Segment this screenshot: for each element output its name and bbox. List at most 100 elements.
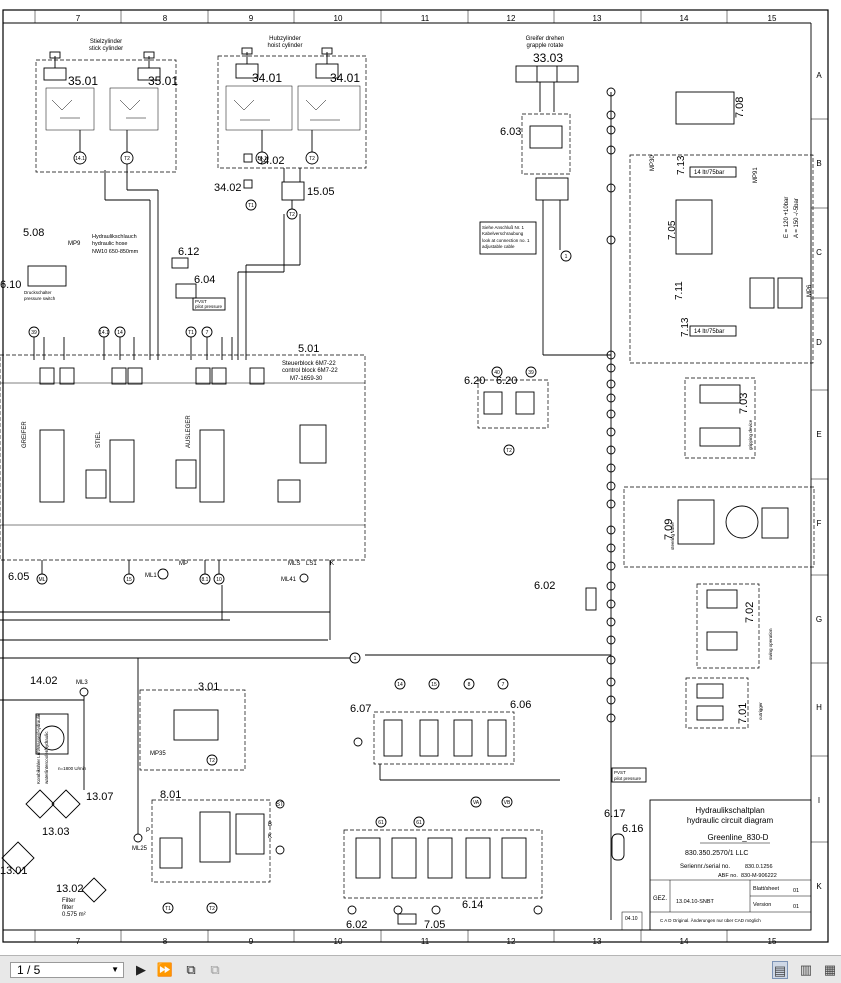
stick-cyl-de: Stielzylinder	[90, 39, 122, 45]
pilot-valve	[39, 367, 55, 385]
pilot-valve	[111, 367, 127, 385]
cb-de: Steuerblock 6M7-22	[282, 361, 336, 367]
model: Greenline_830-D	[708, 833, 769, 842]
svg-text:T1: T1	[188, 330, 194, 336]
valves-6-07-6-06: 6.07 6.06 14 15 8 7	[350, 678, 560, 781]
cb-part: M7-1659-30	[290, 376, 323, 382]
port-k: K	[330, 561, 334, 567]
id-6-14: 6.14	[462, 899, 483, 911]
row-marker-C: C	[816, 248, 822, 257]
row-marker-F: F	[817, 519, 822, 528]
title-de: Hydraulikschaltplan	[695, 806, 764, 815]
connector-node	[606, 393, 616, 403]
row-marker-G: G	[816, 615, 822, 624]
connector-node	[606, 543, 616, 553]
port-mp91: MP91	[753, 167, 759, 183]
serial-label: Seriennr./serial no.	[680, 864, 730, 870]
connector-node	[606, 235, 616, 245]
row-marker-D: D	[816, 338, 822, 347]
hoist-cyl-en: hoist cylinder	[267, 43, 302, 49]
column-marker-7-top: 7	[76, 14, 81, 23]
id-7-13a: 7.13	[676, 155, 687, 175]
fast-forward-icon[interactable]: ⏩	[156, 962, 174, 977]
column-marker-12-bottom: 12	[507, 937, 516, 946]
port-mp6: MP6	[807, 284, 813, 297]
cb-en: control block 6M7-22	[282, 368, 338, 374]
viewer-toolbar: 1 / 5 ▼ ▶ ⏩ ⧉ ⧉ ▤ ▥ ▦	[0, 955, 841, 983]
filter-en: filter	[62, 905, 73, 911]
label-outrigger: outrigger	[758, 702, 763, 720]
port-b: B	[268, 822, 272, 828]
id-6-20b: 6.20	[496, 375, 517, 387]
valve-3-01: 3.01 MP35 T2	[139, 681, 246, 771]
version-value: 01	[793, 904, 799, 910]
connector-node	[606, 145, 616, 155]
pilot-valve	[195, 367, 211, 385]
connector-node	[606, 561, 616, 571]
pilot-valve	[249, 367, 265, 385]
page-selector[interactable]: 1 / 5 ▼	[10, 962, 124, 978]
abf-value: 830-M-906222	[741, 873, 777, 879]
svg-text:T2: T2	[209, 758, 215, 764]
note-en2: adjustable cable	[482, 244, 515, 249]
svg-text:ML: ML	[39, 577, 46, 583]
svg-text:15: 15	[431, 682, 437, 688]
column-marker-13-top: 13	[593, 14, 602, 23]
id-7-13b: 7.13	[680, 317, 691, 337]
single-page-icon[interactable]: ▤	[772, 961, 788, 979]
column-marker-8-bottom: 8	[163, 937, 168, 946]
serial-value: 830.0.1256	[745, 864, 773, 870]
svg-text:T2: T2	[506, 448, 512, 454]
play-icon[interactable]: ▶	[136, 962, 146, 977]
svg-text:14.1: 14.1	[75, 156, 85, 162]
svg-text:15: 15	[126, 577, 132, 583]
column-marker-15-bottom: 15	[768, 937, 777, 946]
pilot-valve	[211, 367, 227, 385]
cooler-l1: Kombikühler Luft/Wasser/Hydraulik	[36, 713, 41, 784]
column-marker-14-top: 14	[680, 14, 689, 23]
svg-text:T2: T2	[209, 906, 215, 912]
svg-text:VB: VB	[504, 800, 511, 806]
filter-spec: 0.575 m²	[62, 912, 86, 918]
svg-text:39: 39	[31, 330, 37, 336]
port-mls: MLS	[288, 561, 300, 567]
note-de2: Kabelverschraubung	[482, 231, 524, 236]
note-de1: Siehe Anschluß Nr. 1	[482, 225, 525, 230]
svg-text:8.1: 8.1	[202, 577, 209, 583]
page-display: 1 / 5	[17, 963, 41, 977]
continuous-icon[interactable]: ▥	[799, 962, 813, 977]
svg-text:14.1: 14.1	[99, 330, 109, 336]
svg-text:1: 1	[565, 254, 568, 260]
svg-text:14: 14	[397, 682, 403, 688]
row-marker-I: I	[818, 796, 820, 805]
port-mp30: MP30	[650, 155, 656, 171]
paste-page-icon[interactable]: ⧉	[210, 962, 220, 977]
connector-node	[606, 617, 616, 627]
flow-14: 14 ltr/75bar	[694, 170, 724, 176]
id-13-03: 13.03	[42, 826, 70, 838]
id-6-10: 6.10	[0, 279, 21, 291]
id-5-08: 5.08	[23, 227, 44, 239]
port-ml3: ML3	[76, 680, 88, 686]
label-ausleger: AUSLEGER	[186, 415, 192, 448]
copy-page-icon[interactable]: ⧉	[186, 962, 196, 977]
title-block: Hydraulikschaltplan hydraulic circuit di…	[621, 799, 812, 931]
connector-node	[606, 409, 616, 419]
id-7-08: 7.08	[734, 97, 746, 118]
connector-node	[606, 379, 616, 389]
grapple-de: Greifer drehen	[526, 36, 565, 42]
stick-cylinder-group: Stielzylinder stick cylinder 35.01 35.01…	[35, 39, 178, 173]
id-34-02a: 34.02	[257, 155, 285, 167]
id-6-17: 6.17	[604, 808, 625, 820]
id-6-16: 6.16	[622, 823, 643, 835]
valve-8-01: 8.01 ST B K T1 T2 P	[146, 789, 285, 914]
column-marker-8-top: 8	[163, 14, 168, 23]
id-14-02: 14.02	[30, 675, 58, 687]
two-page-icon[interactable]: ▦	[823, 962, 837, 977]
bus-lines: 1	[0, 164, 611, 664]
port-mp35: MP35	[150, 751, 166, 757]
id-6-07: 6.07	[350, 703, 371, 715]
connector-node	[606, 427, 616, 437]
svg-text:T2: T2	[124, 156, 130, 162]
svg-text:10: 10	[216, 577, 222, 583]
